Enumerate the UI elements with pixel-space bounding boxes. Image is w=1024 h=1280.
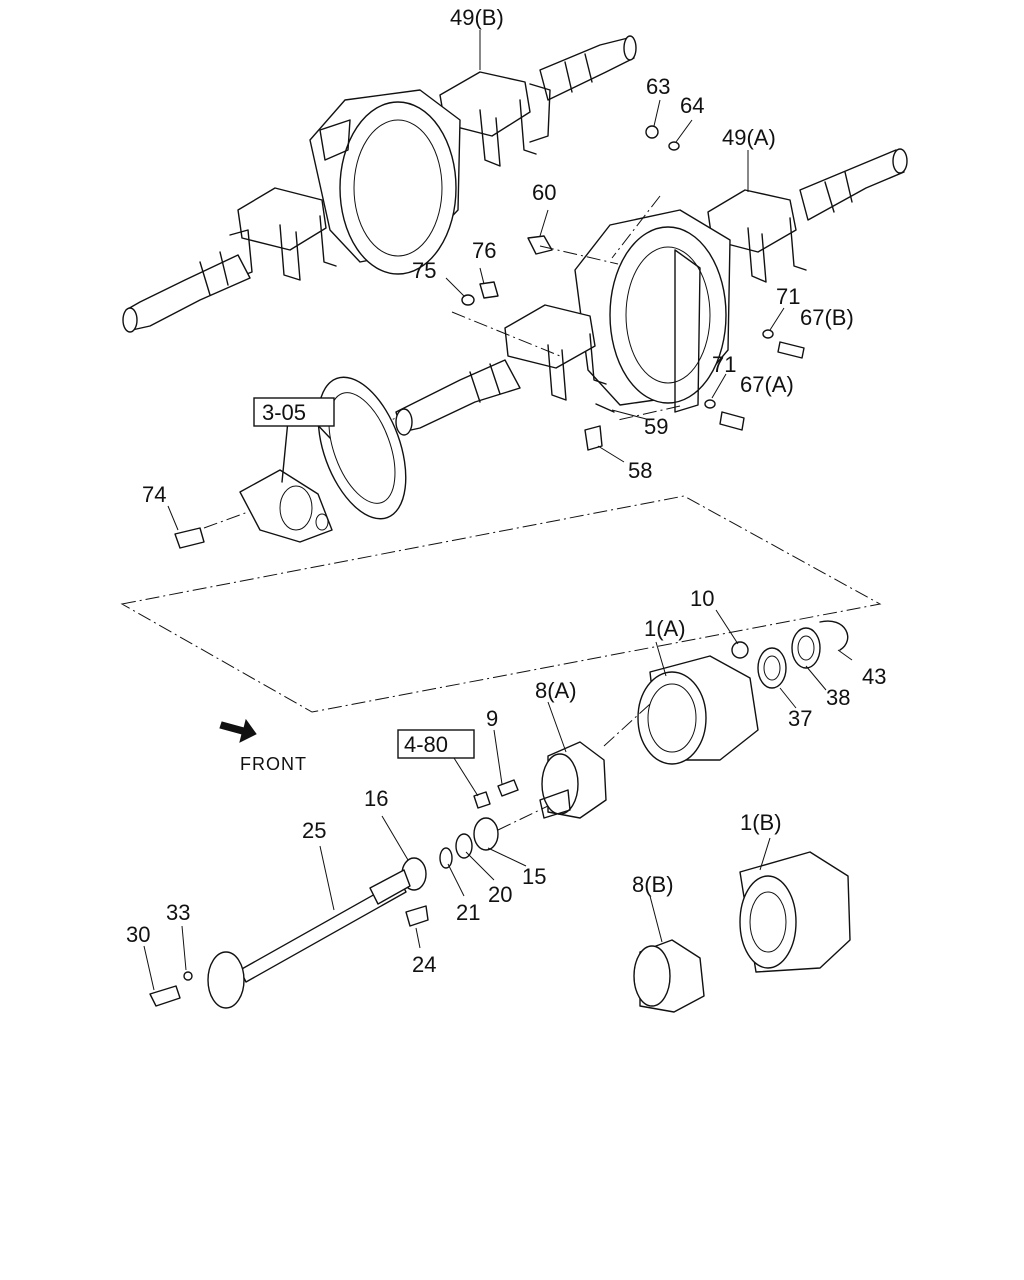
- callout-64: 64: [680, 93, 704, 118]
- callout-24: 24: [412, 952, 436, 977]
- brake-drum-1b: [739, 851, 851, 973]
- callout-16: 16: [364, 786, 388, 811]
- callout-74: 74: [142, 482, 166, 507]
- fasteners: [174, 125, 805, 549]
- callout-67b: 67(B): [800, 305, 854, 330]
- ref-box-4-80: 4-80: [397, 729, 475, 759]
- callout-33: 33: [166, 900, 190, 925]
- callout-8a: 8(A): [535, 678, 577, 703]
- callout-49a: 49(A): [722, 125, 776, 150]
- callout-43: 43: [862, 664, 886, 689]
- callout-63: 63: [646, 74, 670, 99]
- axle-shaft-25: [149, 869, 411, 1009]
- svg-text:4-80: 4-80: [404, 732, 448, 757]
- callout-10: 10: [690, 586, 714, 611]
- callout-67a: 67(A): [740, 372, 794, 397]
- callout-49b: 49(B): [450, 5, 504, 30]
- axle-housing-49b: [122, 35, 637, 333]
- callout-71a: 71: [776, 284, 800, 309]
- callout-38: 38: [826, 685, 850, 710]
- hub-8b: [633, 939, 705, 1013]
- callout-8b: 8(B): [632, 872, 674, 897]
- ref-box-3-05: 3-05: [253, 397, 335, 427]
- callout-71b: 71: [712, 352, 736, 377]
- backing-plate-3-05: [239, 376, 407, 543]
- front-arrow-icon: [219, 718, 257, 743]
- callout-1a: 1(A): [644, 616, 686, 641]
- callout-59: 59: [644, 414, 668, 439]
- callout-30: 30: [126, 922, 150, 947]
- callout-labels: 49(B) 63 64 49(A) 60 76 75 71 67(B) 71 6…: [126, 5, 886, 977]
- callout-37: 37: [788, 706, 812, 731]
- callout-15: 15: [522, 864, 546, 889]
- callout-21: 21: [456, 900, 480, 925]
- front-label: FRONT: [240, 754, 307, 774]
- callout-9: 9: [486, 706, 498, 731]
- callout-20: 20: [488, 882, 512, 907]
- bearing-set: [401, 620, 849, 927]
- callout-60: 60: [532, 180, 556, 205]
- callout-1b: 1(B): [740, 810, 782, 835]
- hub-8a: [539, 741, 607, 819]
- callout-76: 76: [472, 238, 496, 263]
- callout-25: 25: [302, 818, 326, 843]
- brake-drum-1a: [637, 655, 759, 765]
- callout-75: 75: [412, 258, 436, 283]
- callout-58: 58: [628, 458, 652, 483]
- svg-text:3-05: 3-05: [262, 400, 306, 425]
- axle-housing-49a: [395, 148, 908, 436]
- leader-lines: [143, 30, 853, 991]
